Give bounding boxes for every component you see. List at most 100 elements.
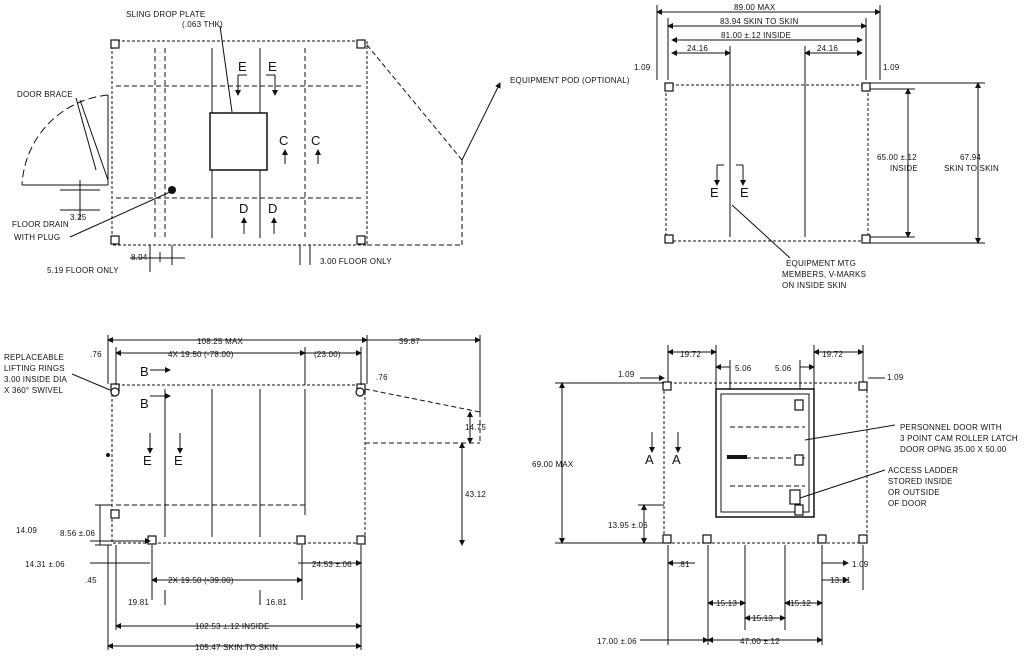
section-d-label: D <box>239 201 248 216</box>
dim-45: .45 <box>85 576 97 585</box>
door-brace-label: DOOR BRACE <box>17 90 73 99</box>
dim-4x-19-50: 4X 19.50 (-78.00) <box>168 350 234 359</box>
dim-8-94: 8.94 <box>131 253 148 262</box>
section-marker-e <box>235 74 278 96</box>
dim-2x-19-50: 2X 19.50 (-39.00) <box>168 576 234 585</box>
dim-43-12: 43.12 <box>465 490 486 499</box>
dim-5-06-right: 5.06 <box>775 364 792 373</box>
dim-76-right: .76 <box>376 373 388 382</box>
section-c-label: C <box>311 133 320 148</box>
dim-24-16-left: 24.16 <box>687 44 708 53</box>
dim-1-09-left: 1.09 <box>634 63 651 72</box>
dim-5-06-left: 5.06 <box>735 364 752 373</box>
dim-24-53: 24.53 ±.06 <box>312 560 352 569</box>
dim-76-left: .76 <box>90 350 102 359</box>
section-b-label: B <box>140 364 149 379</box>
section-e-label: E <box>268 59 277 74</box>
equipment-pod-label: EQUIPMENT POD (OPTIONAL) <box>510 76 630 85</box>
dim-16-81: 16.81 <box>266 598 287 607</box>
section-d-label: D <box>268 201 277 216</box>
section-c-label: C <box>279 133 288 148</box>
dim-19-72-left: 19.72 <box>680 350 701 359</box>
lifting-rings-note: LIFTING RINGS <box>4 364 65 373</box>
door-handle-icon <box>727 455 747 459</box>
section-a-label: A <box>645 452 654 467</box>
corner-fitting <box>356 235 366 245</box>
dim-3-00-floor-only: 3.00 FLOOR ONLY <box>320 257 392 266</box>
floor-drain-label: FLOOR DRAIN <box>12 220 69 229</box>
dim-19-72-right: 19.72 <box>822 350 843 359</box>
dim-13-95: 13.95 ±.06 <box>608 521 648 530</box>
dim-1-09-bottom: 1.09 <box>852 560 869 569</box>
sling-thk-label: (.063 THK) <box>182 20 223 29</box>
floor-drain-plug-label: WITH PLUG <box>14 233 60 242</box>
dim-67-94: 67.94 <box>960 153 981 162</box>
corner-fitting <box>356 39 366 49</box>
access-ladder-note: OR OUTSIDE <box>888 488 940 497</box>
corner-fitting <box>110 39 120 49</box>
equipment-mtg-note: MEMBERS, V-MARKS <box>782 270 866 279</box>
dim-1-09-left: 1.09 <box>618 370 635 379</box>
dim-17-00: 17.00 ±.06 <box>597 637 637 646</box>
dim-39-87: 39.87 <box>399 337 420 346</box>
end-view-top <box>656 5 985 259</box>
lifting-ring-icon <box>355 387 365 397</box>
access-ladder-note: ACCESS LADDER <box>888 466 958 475</box>
dim-105-47-skin: 105.47 SKIN TO SKIN <box>195 643 278 652</box>
equipment-mtg-note: ON INSIDE SKIN <box>782 281 847 290</box>
dim-81: .81 <box>678 560 690 569</box>
dim-15-13-a: 15.13 <box>716 599 737 608</box>
section-e-label: E <box>710 185 719 200</box>
dim-14-75: 14.75 <box>465 423 486 432</box>
dim-23-00: (23.00) <box>314 350 341 359</box>
dim-3-25: 3.25 <box>70 213 87 222</box>
dim-65-inside-word: INSIDE <box>890 164 918 173</box>
end-view-bottom <box>555 345 896 645</box>
end-top-labels: 89.00 MAX 83.94 SKIN TO SKIN 81.00 ±.12 … <box>634 3 999 290</box>
section-e-label: E <box>238 59 247 74</box>
sling-drop-plate <box>209 112 268 171</box>
section-e-label: E <box>174 453 183 468</box>
lifting-rings-note: REPLACEABLE <box>4 353 64 362</box>
corner-fitting <box>110 235 120 245</box>
personnel-door-note: PERSONNEL DOOR WITH <box>900 423 1002 432</box>
dim-13-31: 13.31 <box>830 576 851 585</box>
side-view <box>71 335 481 650</box>
dim-81-inside: 81.00 ±.12 INSIDE <box>721 31 791 40</box>
dim-69-max: 69.00 MAX <box>532 460 574 469</box>
dim-108-25-max: 108.25 MAX <box>197 337 243 346</box>
lifting-rings-note: 3.00 INSIDE DIA <box>4 375 67 384</box>
dim-8-56: 8.56 ±.06 <box>60 529 95 538</box>
access-ladder-icon <box>789 489 801 505</box>
dim-47-00: 47.00 ±.12 <box>740 637 780 646</box>
section-e-label: E <box>740 185 749 200</box>
section-a-label: A <box>672 452 681 467</box>
section-marker-c <box>282 149 321 164</box>
plan-labels: SLING DROP PLATE (.063 THK) DOOR BRACE F… <box>12 10 630 275</box>
dim-14-09: 14.09 <box>16 526 37 535</box>
dim-15-13-b: 15.13 <box>752 614 773 623</box>
sling-drop-plate-label: SLING DROP PLATE <box>126 10 205 19</box>
access-ladder-note: STORED INSIDE <box>888 477 953 486</box>
dim-83-94-skin: 83.94 SKIN TO SKIN <box>720 17 798 26</box>
dim-15-12: 15.12 <box>790 599 811 608</box>
equipment-mtg-note: EQUIPMENT MTG <box>786 259 856 268</box>
door-swing-arc <box>21 94 109 186</box>
end-bottom-labels: 19.72 19.72 5.06 5.06 1.09 1.09 69.00 MA… <box>532 350 1018 646</box>
dim-1-09-right: 1.09 <box>887 373 904 382</box>
access-ladder-note: OF DOOR <box>888 499 927 508</box>
dim-65-inside: 65.00 ±.12 <box>877 153 917 162</box>
side-labels: REPLACEABLE LIFTING RINGS 3.00 INSIDE DI… <box>4 337 486 652</box>
dim-89-max: 89.00 MAX <box>734 3 776 12</box>
section-b-label: B <box>140 396 149 411</box>
lifting-ring-icon <box>110 387 120 397</box>
section-e-label: E <box>143 453 152 468</box>
dim-24-16-right: 24.16 <box>817 44 838 53</box>
plan-view <box>21 25 501 272</box>
dim-5-19-floor-only: 5.19 FLOOR ONLY <box>47 266 119 275</box>
section-marker-d <box>241 217 277 234</box>
dim-67-94-skin: SKIN TO SKIN <box>944 164 999 173</box>
dim-102-53-inside: 102.53 ±.12 INSIDE <box>195 622 270 631</box>
dim-1-09-right: 1.09 <box>883 63 900 72</box>
